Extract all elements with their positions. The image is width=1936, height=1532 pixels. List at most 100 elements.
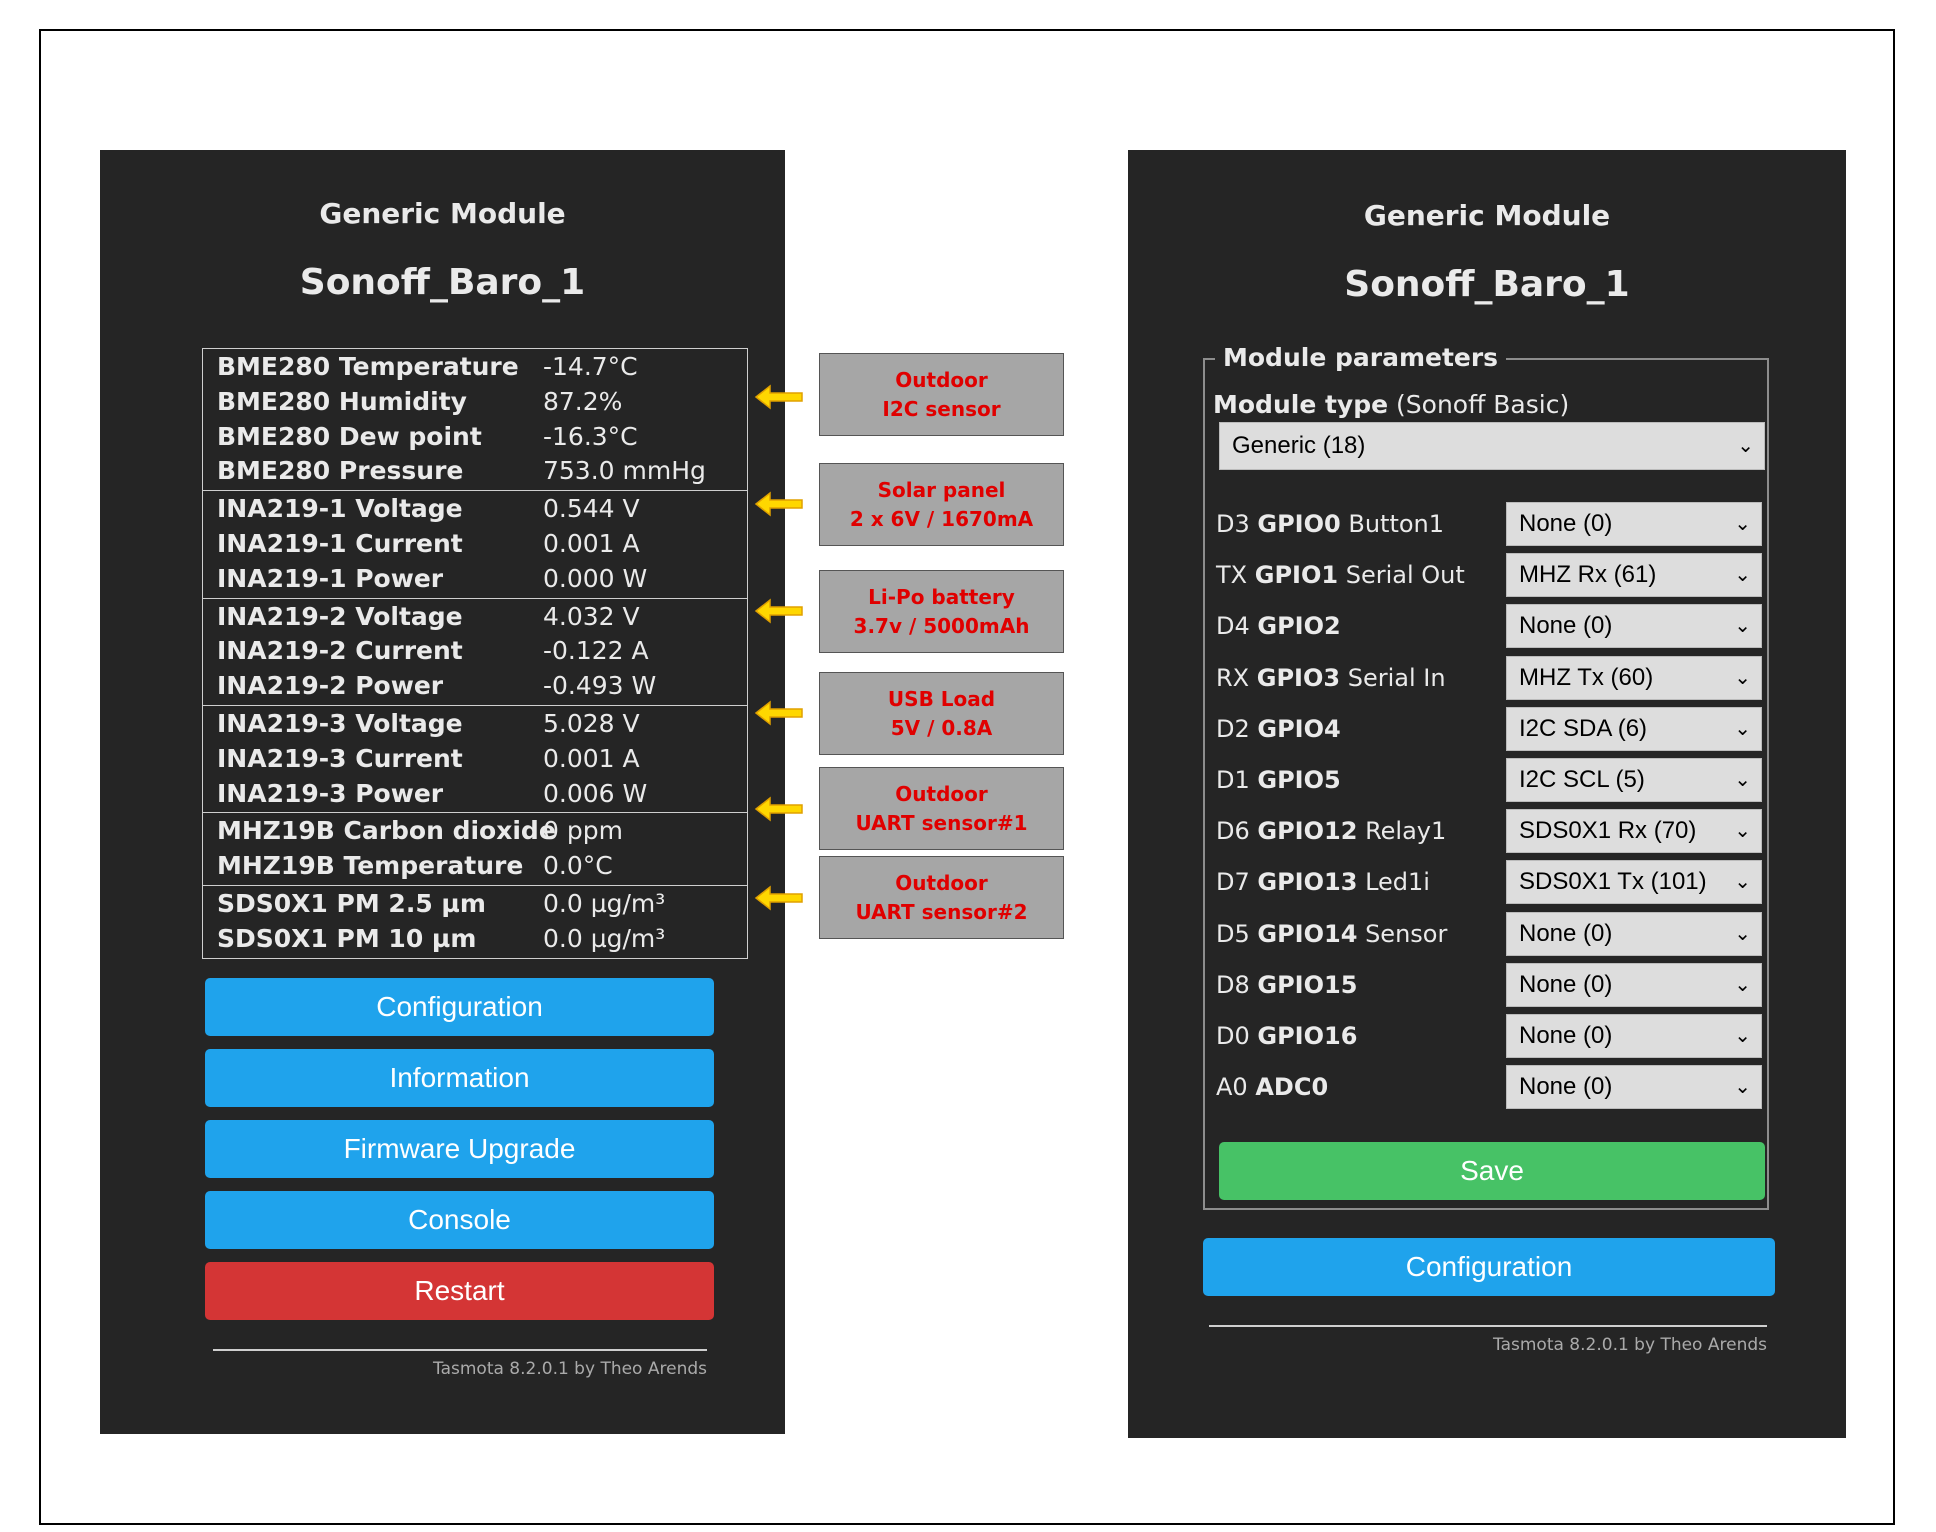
gpio-function: Relay1: [1365, 817, 1447, 846]
configuration-button[interactable]: Configuration: [1203, 1238, 1775, 1296]
gpio-select[interactable]: MHZ Rx (61)⌄: [1506, 553, 1762, 598]
gpio-id: GPIO1: [1254, 561, 1339, 590]
gpio-pin: D3: [1216, 510, 1250, 538]
module-type-label: Module type (Sonoff Basic): [1213, 390, 1569, 419]
module-parameters-fieldset: Module parameters: [1203, 343, 1769, 1210]
sensor-value: 0.001 A: [543, 528, 640, 558]
gpio-label: D0 GPIO16: [1216, 1022, 1357, 1050]
device-name: Sonoff_Baro_1: [1344, 264, 1630, 305]
sensor-name: INA219-1 Power: [217, 563, 444, 593]
sensor-value: 0.001 A: [543, 743, 640, 773]
figure-frame: [39, 29, 1895, 1525]
gpio-select-value: None (0): [1519, 919, 1613, 947]
sensor-value: 4.032 V: [543, 601, 640, 631]
arrow-left-icon: [754, 384, 803, 410]
sensor-name: INA219-3 Power: [217, 778, 444, 808]
gpio-select[interactable]: None (0)⌄: [1506, 1065, 1762, 1110]
gpio-select[interactable]: I2C SCL (5)⌄: [1506, 758, 1762, 802]
gpio-select[interactable]: None (0)⌄: [1506, 604, 1762, 649]
gpio-select[interactable]: MHZ Tx (60)⌄: [1506, 655, 1762, 700]
sensor-group: INA219-2 Voltage 4.032 V INA219-2 Current -…: [203, 597, 747, 705]
sensor-name: MHZ19B Temperature: [217, 851, 524, 881]
gpio-select-value: None (0): [1519, 970, 1613, 998]
gpio-select[interactable]: None (0)⌄: [1506, 911, 1762, 956]
gpio-id: ADC0: [1255, 1073, 1329, 1102]
gpio-select[interactable]: None (0) ⌄: [1506, 1014, 1762, 1058]
sensor-name: INA219-2 Voltage: [217, 601, 463, 631]
gpio-id: GPIO5: [1257, 766, 1341, 794]
sensor-value: 0.006 W: [543, 778, 648, 808]
gpio-select[interactable]: SDS0X1 Rx (70)⌄: [1506, 809, 1762, 854]
gpio-select[interactable]: None (0) ⌄: [1506, 962, 1762, 1007]
sensor-group: INA219-3 Voltage 5.028 V INA219-3 Current 0…: [203, 704, 747, 812]
gpio-function: Button1: [1348, 510, 1445, 538]
annotation-box: Solar panel 2 x 6V / 1670mA: [819, 463, 1064, 546]
gpio-select-value: None (0): [1519, 1022, 1613, 1049]
sensor-value: 5.028 V: [543, 708, 640, 738]
gpio-select[interactable]: None (0)⌄: [1506, 502, 1762, 546]
save-button[interactable]: Save: [1219, 1142, 1765, 1200]
sensor-name: INA219-1 Voltage: [217, 494, 463, 524]
gpio-pin: A0: [1216, 1073, 1248, 1102]
sensor-name: INA219-1 Current: [217, 528, 463, 558]
chevron-down-icon: ⌄: [1734, 973, 1751, 996]
sensor-value: 0.000 W: [543, 563, 648, 593]
gpio-select[interactable]: I2C SDA (6)⌄: [1506, 706, 1762, 751]
annotation-line: 3.7v / 5000mAh: [853, 613, 1030, 638]
firmware-upgrade-button[interactable]: Firmware Upgrade: [205, 1120, 714, 1178]
annotation-line: Solar panel: [877, 477, 1006, 502]
chevron-down-icon: ⌄: [1734, 1025, 1751, 1047]
sensor-name: INA219-2 Current: [217, 636, 463, 666]
gpio-label: D5 GPIO14 Sensor: [1216, 920, 1447, 948]
gpio-pin: TX: [1216, 561, 1248, 590]
gpio-select-value: I2C SCL (5): [1519, 766, 1645, 793]
sensor-row: BME280 Dew point-16.3°C: [203, 420, 747, 455]
sensor-row: INA219-2 Current -0.122 A: [203, 634, 747, 669]
gpio-function: Sensor: [1365, 919, 1448, 948]
gpio-id: GPIO12: [1257, 817, 1358, 846]
sensor-name: BME280 Pressure: [217, 456, 464, 486]
annotation-line: 2 x 6V / 1670mA: [849, 506, 1034, 531]
gpio-label: D4 GPIO2: [1216, 612, 1341, 640]
gpio-select-value: I2C SDA (6): [1519, 714, 1648, 742]
annotation-line: 5V / 0.8A: [890, 715, 993, 740]
console-button[interactable]: Console: [205, 1191, 714, 1249]
configure-module-panel: Generic Module Sonoff_Baro_1 Module para…: [1128, 150, 1846, 1438]
device-name: Sonoff_Baro_1: [299, 262, 586, 303]
sensor-name: MHZ19B Carbon dioxide: [217, 816, 556, 846]
gpio-label: D2 GPIO4: [1216, 715, 1341, 743]
arrow-left-icon: [754, 598, 803, 624]
module-title: Generic Module: [319, 197, 566, 230]
arrow-left-icon: [754, 885, 803, 911]
sensor-name: INA219-3 Current: [217, 743, 463, 773]
sensor-name: BME280 Dew point: [217, 421, 482, 451]
gpio-pin: D0: [1216, 1022, 1250, 1050]
gpio-select-value: None (0): [1519, 1073, 1613, 1101]
gpio-select[interactable]: SDS0X1 Tx (101)⌄: [1506, 860, 1762, 905]
restart-button[interactable]: Restart: [205, 1262, 714, 1320]
gpio-pin: D6: [1216, 817, 1250, 846]
gpio-pin: RX: [1216, 663, 1250, 692]
gpio-pin: D4: [1216, 612, 1250, 641]
information-button[interactable]: Information: [205, 1049, 714, 1107]
gpio-label: D1 GPIO5: [1216, 766, 1341, 794]
module-type-select[interactable]: Generic (18) ⌄: [1219, 422, 1765, 470]
gpio-pin: D8: [1216, 970, 1250, 999]
gpio-id: GPIO2: [1257, 612, 1341, 641]
configuration-button[interactable]: Configuration: [205, 978, 714, 1036]
module-type-hint: (Sonoff Basic): [1396, 390, 1570, 419]
chevron-down-icon: ⌄: [1734, 564, 1751, 587]
sensor-value: -0.122 A: [543, 636, 649, 666]
sensor-name: INA219-3 Voltage: [217, 708, 463, 738]
